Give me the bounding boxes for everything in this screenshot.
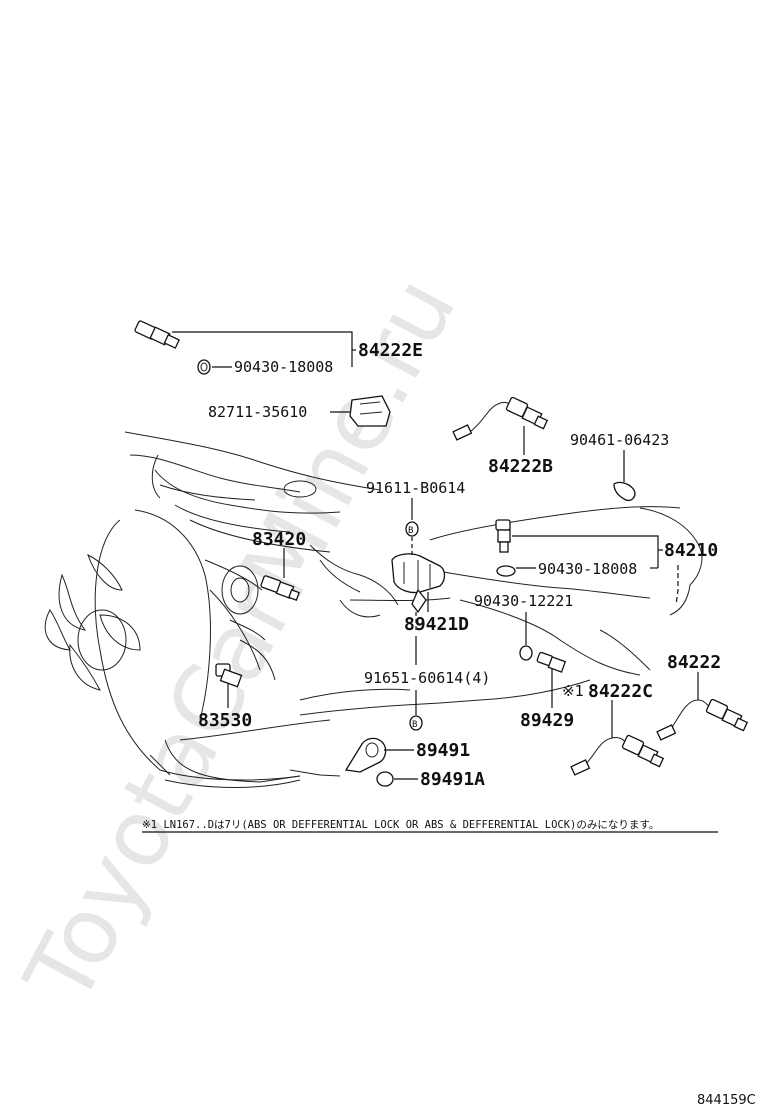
label-84222C-mark: ※1 [562, 682, 584, 700]
callout-labels: 84222E 90430-18008 82711-35610 84222B 90… [198, 340, 721, 790]
label-82711-35610: 82711-35610 [208, 403, 307, 421]
part-90461 [613, 481, 636, 502]
svg-text:B: B [408, 526, 413, 536]
label-89421D: 89421D [404, 614, 469, 635]
label-90430-18008-mid: 90430-18008 [538, 560, 637, 578]
part-89421D [391, 553, 446, 614]
part-oring-89491A [376, 771, 394, 787]
part-83420 [260, 575, 300, 601]
part-gasket-12221 [519, 645, 533, 661]
part-82711 [349, 395, 391, 427]
label-91651-60614: 91651-60614(4) [364, 669, 490, 687]
label-89429: 89429 [520, 710, 574, 731]
reference-code: 844159C [697, 1093, 756, 1108]
part-89491 [344, 737, 387, 773]
label-90430-18008-top: 90430-18008 [234, 358, 333, 376]
label-83420: 83420 [252, 529, 306, 550]
leader-lines [142, 331, 718, 833]
svg-text:B: B [412, 720, 417, 730]
label-84210: 84210 [664, 540, 718, 561]
part-84222 [656, 698, 749, 741]
part-84222B [452, 396, 549, 441]
label-84222C: 84222C [588, 681, 653, 702]
engine-outline [44, 431, 703, 788]
label-91611-B0614: 91611-B0614 [366, 479, 465, 497]
part-84222E [134, 320, 180, 349]
part-84210 [495, 519, 511, 553]
part-bolt-91611: B [405, 521, 419, 537]
label-84222E: 84222E [358, 340, 423, 361]
part-83530 [215, 663, 243, 688]
part-89429 [536, 651, 567, 673]
part-washer-mid [496, 565, 516, 577]
footnote-text: ※1 LN167..Dは7リ(ABS OR DEFFERENTIAL LOCK … [142, 819, 659, 831]
part-bolt-91651: B [409, 715, 423, 731]
transmission-outline [179, 506, 703, 741]
part-washer-top [197, 359, 211, 375]
label-84222B: 84222B [488, 456, 553, 477]
label-89491: 89491 [416, 740, 470, 761]
label-89491A: 89491A [420, 769, 485, 790]
label-90461-06423: 90461-06423 [570, 431, 669, 449]
part-84222C [570, 734, 665, 776]
label-83530: 83530 [198, 710, 252, 731]
label-90430-12221: 90430-12221 [474, 592, 573, 610]
fan [44, 554, 141, 691]
label-84222: 84222 [667, 652, 721, 673]
